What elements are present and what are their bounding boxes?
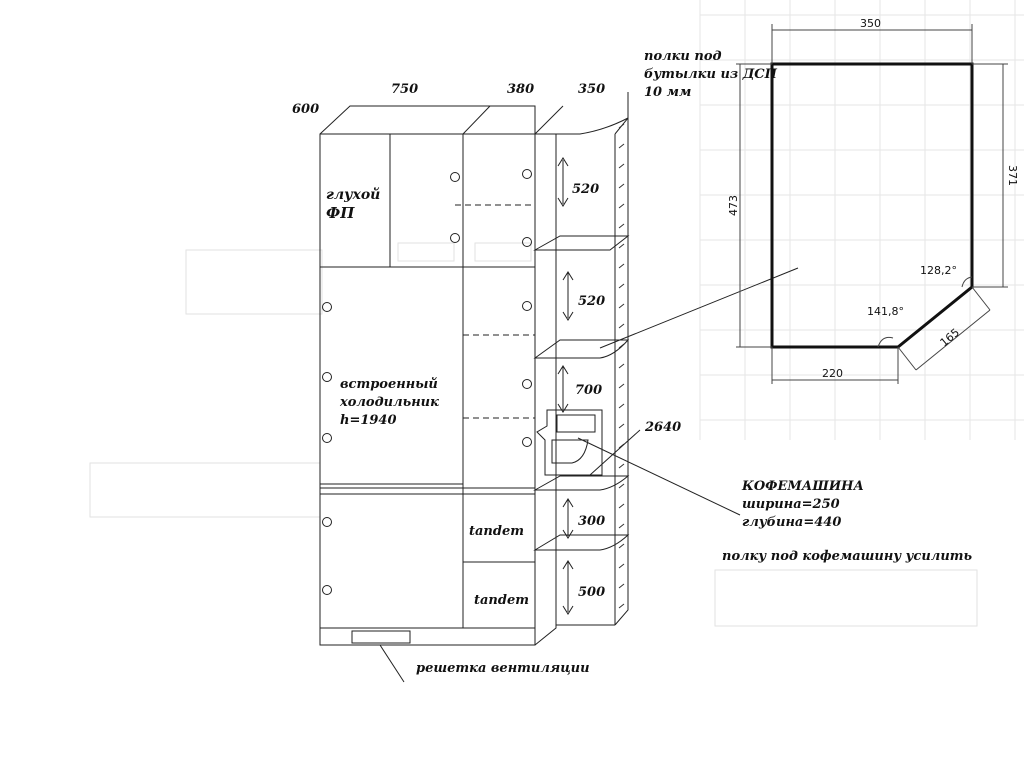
label-fridge-3: h=1940	[340, 413, 397, 428]
coffee-width: ширина=250	[742, 497, 840, 512]
dim-750: 750	[391, 82, 418, 97]
label-fridge-2: холодильник	[339, 395, 439, 410]
plan-angle-b: 141,8°	[867, 305, 904, 318]
shelf-dim-500: 500	[578, 585, 605, 600]
coffee-note: полку под кофемашину усилить	[722, 549, 973, 564]
plan-dim-right: 371	[1006, 165, 1019, 186]
shelf-plan	[736, 24, 1008, 384]
plan-dim-left: 473	[727, 195, 740, 216]
note-bottle-1: полки под	[644, 49, 722, 64]
plan-angle-a: 128,2°	[920, 264, 957, 277]
shelf-dim-300: 300	[578, 514, 605, 529]
plan-dim-top: 350	[860, 17, 881, 30]
note-bottle-3: 10 мм	[644, 85, 691, 100]
height-2640: 2640	[644, 420, 681, 435]
plan-grid	[699, 0, 1024, 440]
dim-350: 350	[578, 82, 605, 97]
coffee-depth: глубина=440	[742, 515, 841, 530]
label-gluhoy: глухой	[326, 186, 380, 203]
shelf-dim-700: 700	[575, 383, 602, 398]
label-fp: ФП	[326, 204, 355, 222]
side-shelves	[533, 92, 799, 628]
coffee-title: КОФЕМАШИНА	[741, 479, 864, 494]
label-tandem-1: tandem	[469, 524, 524, 539]
plan-dim-diagonal: 165	[938, 326, 962, 349]
note-bottle-2: бутылки из ДСП	[644, 67, 778, 82]
label-tandem-2: tandem	[474, 593, 529, 608]
ghost-artifacts	[89, 242, 978, 627]
dim-600: 600	[292, 102, 319, 117]
label-fridge-1: встроенный	[340, 377, 438, 392]
vent-label: решетка вентиляции	[416, 661, 590, 676]
shelf-dim-520a: 520	[572, 182, 599, 197]
plan-dim-bottom: 220	[822, 367, 843, 380]
dim-380: 380	[507, 82, 534, 97]
shelf-dim-520b: 520	[578, 294, 605, 309]
